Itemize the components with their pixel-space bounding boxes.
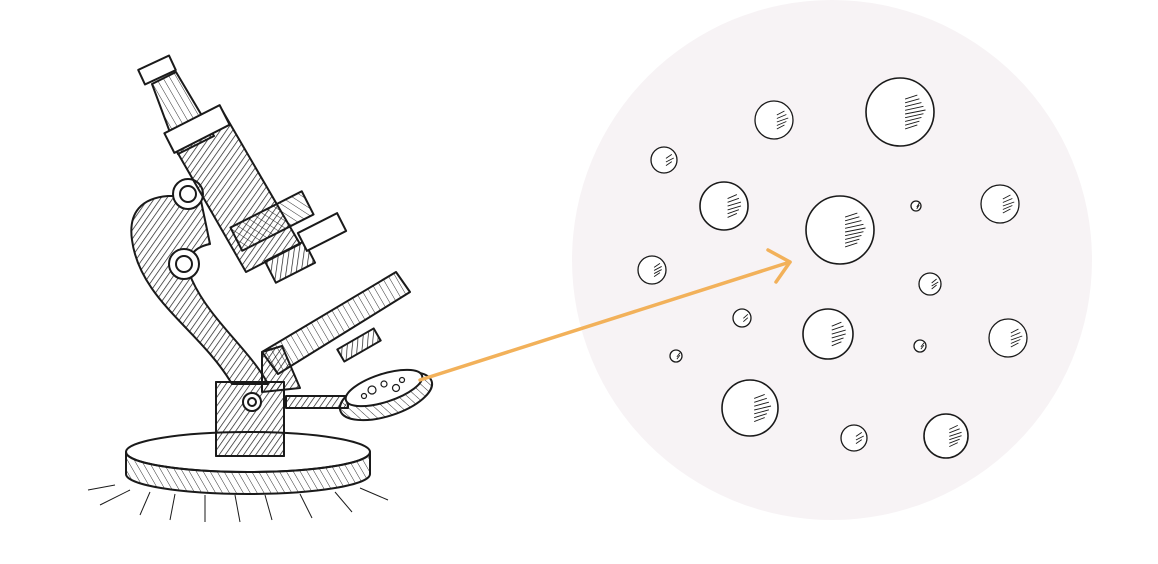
cell-bubble — [988, 318, 1028, 358]
cell-bubble — [923, 413, 969, 459]
cell-bubble — [910, 200, 922, 212]
sample-specks — [360, 376, 406, 400]
cell-bubble — [802, 308, 854, 360]
tube-collar — [163, 104, 231, 154]
microscope-icon — [87, 54, 434, 523]
eyepiece-cap — [137, 54, 177, 86]
cell-bubble — [699, 181, 749, 231]
cell-bubble — [650, 146, 678, 174]
nosepiece — [229, 190, 315, 252]
cell-bubble — [805, 195, 875, 265]
magnify-arrow — [418, 248, 792, 382]
objective-lens-2 — [296, 212, 348, 252]
cell-bubble — [637, 255, 667, 285]
cells-group — [637, 77, 1028, 459]
cell-bubble — [980, 184, 1020, 224]
cell-bubble — [721, 379, 779, 437]
cell-bubble — [669, 349, 683, 363]
cell-bubble — [918, 272, 942, 296]
cell-bubble — [840, 424, 868, 452]
cell-bubble — [754, 100, 794, 140]
microscope-arm — [130, 195, 269, 385]
base-shadow-strokes — [87, 484, 389, 523]
objective-lens-1 — [263, 240, 317, 284]
cell-bubble — [865, 77, 935, 147]
microscope-base-side — [125, 451, 371, 495]
cell-bubble — [913, 339, 927, 353]
dish-holder-rod — [285, 395, 349, 409]
stage-clip — [336, 327, 382, 363]
cell-bubble — [732, 308, 752, 328]
